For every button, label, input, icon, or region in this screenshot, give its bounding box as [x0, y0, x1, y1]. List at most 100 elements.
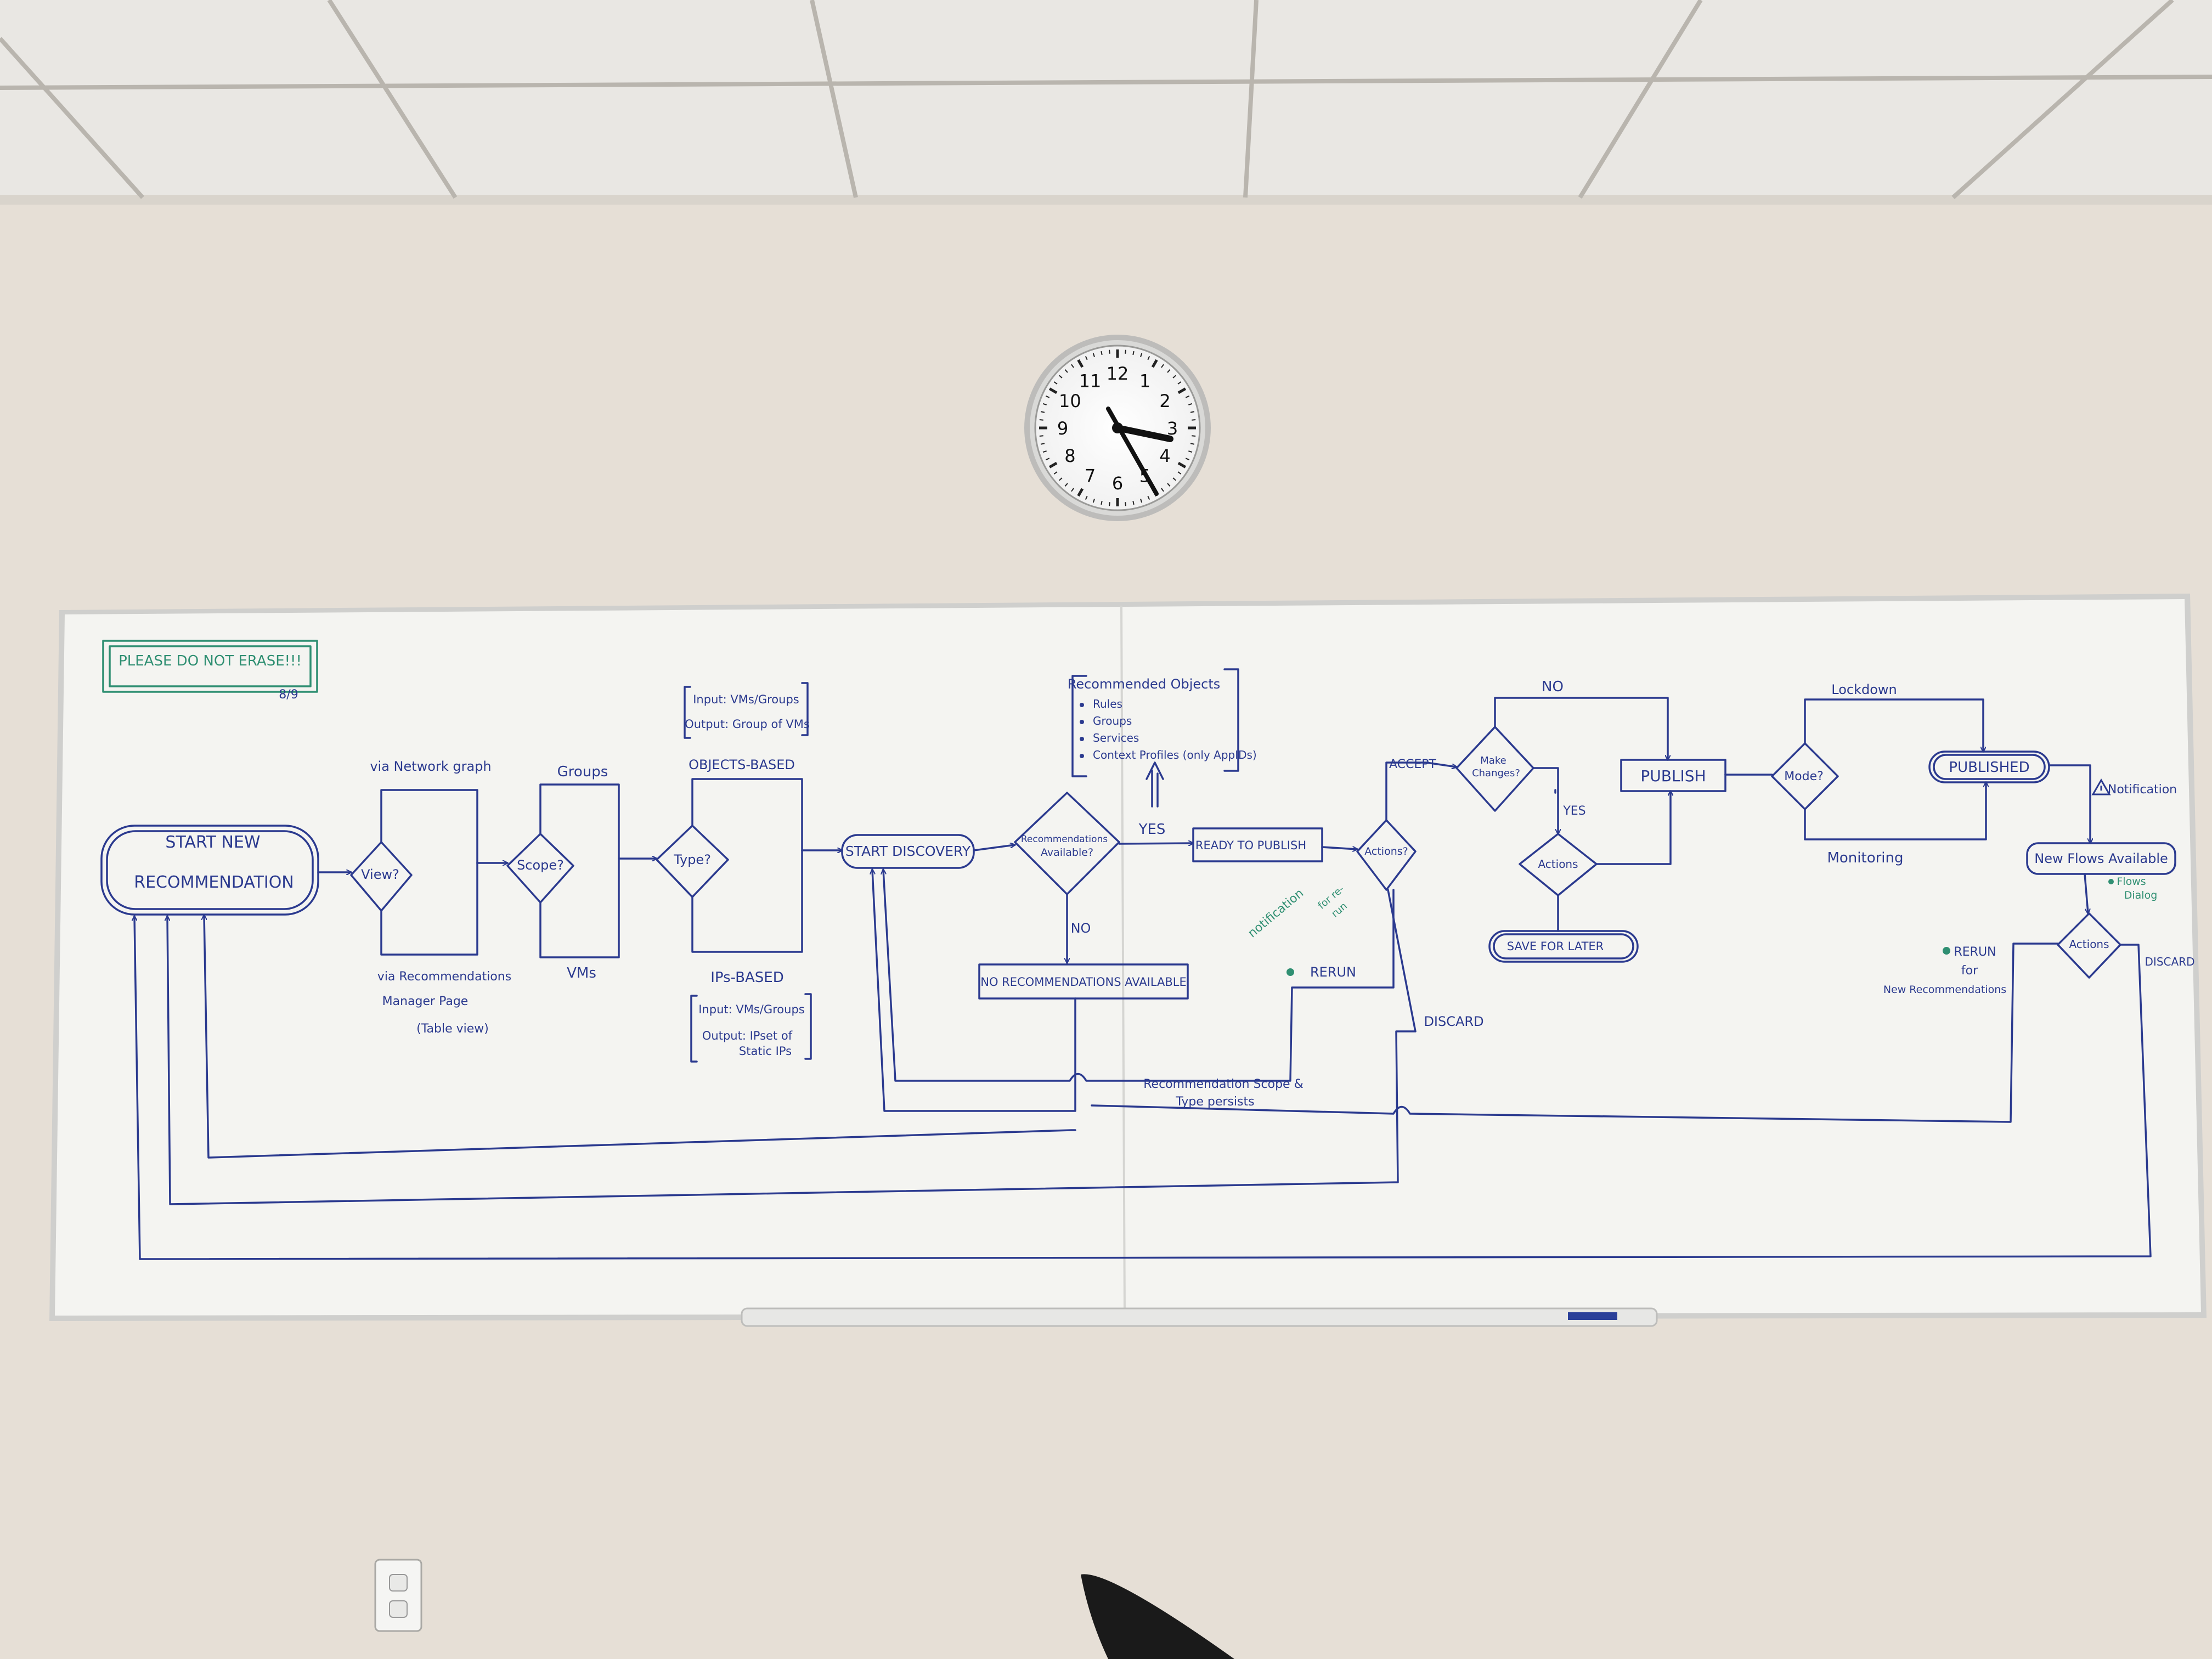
clock-tick	[1101, 500, 1103, 505]
clock-tick	[1040, 443, 1045, 445]
ceiling	[0, 0, 2212, 205]
flowchart	[100, 640, 2176, 1260]
recommended-objects-title: Recommended Objects	[1068, 676, 1221, 692]
clock-tick	[1177, 381, 1182, 385]
clock-tick	[1048, 387, 1058, 394]
rec-object-4: Context Profiles (only AppIDs)	[1093, 748, 1257, 761]
lockdown-label: Lockdown	[1831, 682, 1897, 697]
ips-input-label: Input: VMs/Groups	[698, 1003, 805, 1016]
start-label-2: RECOMMENDATION	[134, 873, 294, 892]
actions-diamond-3	[2057, 912, 2121, 979]
flows-dialog-bullet	[2108, 879, 2114, 884]
rerun-2-label-1: RERUN	[1954, 945, 1996, 959]
via-rec-label-2: Manager Page	[382, 995, 469, 1008]
marker-tray	[741, 1307, 1658, 1327]
note-date: 8/9	[279, 688, 298, 702]
scope-label: Scope?	[517, 857, 564, 873]
published-node-outer	[1928, 751, 2050, 783]
via-rec-label-3: (Table view)	[416, 1022, 489, 1036]
clock-tick	[1042, 450, 1047, 453]
rec-object-1: Rules	[1093, 697, 1122, 710]
rerun-2-label-3: New Recommendations	[1883, 984, 2006, 996]
persist-label-1: Recommendation Scope &	[1143, 1077, 1303, 1091]
clock-tick	[1045, 458, 1050, 461]
clock-numeral: 9	[1057, 418, 1068, 439]
clock-numeral: 1	[1139, 370, 1150, 391]
vms-label: VMs	[567, 965, 596, 981]
clock-tick	[1071, 364, 1074, 368]
discard-2-label: DISCARD	[2145, 955, 2195, 968]
clock-tick	[1109, 502, 1110, 506]
clock-tick	[1177, 387, 1187, 394]
clock-tick	[1059, 477, 1063, 481]
no-recommendations-node	[978, 963, 1189, 1000]
flows-dialog-label-2: Dialog	[2124, 889, 2158, 901]
clock-numeral: 8	[1064, 445, 1075, 466]
clock-numeral: 6	[1112, 473, 1123, 494]
rec-object-2: Groups	[1093, 714, 1132, 727]
clock-tick	[1161, 488, 1164, 492]
actions-2-label: Actions	[1538, 857, 1578, 871]
objects-based-label: OBJECTS-BASED	[689, 757, 795, 772]
rerun-bullet	[1286, 968, 1294, 976]
clock-tick	[1109, 349, 1110, 354]
view-label: View?	[361, 867, 399, 882]
connectors	[134, 697, 2152, 1260]
clock-hour-hand	[1114, 425, 1173, 442]
mode-label: Mode?	[1784, 770, 1824, 783]
ready-to-publish-label: READY TO PUBLISH	[1195, 839, 1306, 852]
start-discovery-label: START DISCOVERY	[845, 843, 971, 859]
new-flows-label: New Flows Available	[2034, 851, 2168, 866]
clock-numeral: 2	[1159, 391, 1170, 411]
clock-tick	[1147, 356, 1150, 360]
no-recommendations-label: NO RECOMMENDATIONS AVAILABLE	[980, 975, 1187, 989]
clock-tick	[1071, 488, 1074, 492]
do-not-erase-note: PLEASE DO NOT ERASE!!!	[119, 653, 302, 669]
clock-tick	[1101, 351, 1103, 356]
clock-tick	[1188, 450, 1193, 453]
no-label: NO	[1071, 921, 1091, 936]
clock-tick	[1177, 471, 1182, 475]
clock-tick	[1185, 458, 1190, 461]
notification-icon	[2091, 778, 2111, 795]
clock-tick	[1140, 353, 1143, 357]
groups-label: Groups	[557, 764, 608, 780]
new-flows-node	[2026, 842, 2176, 875]
start-label-1: START NEW	[165, 833, 260, 852]
save-for-later-node	[1493, 933, 1634, 960]
no-top-label: NO	[1542, 679, 1564, 695]
do-not-erase-frame	[109, 645, 312, 687]
clock-tick	[1185, 395, 1190, 398]
do-not-erase-frame-outer	[102, 640, 318, 693]
clock-tick	[1040, 411, 1045, 413]
clock-numeral: 11	[1079, 370, 1102, 391]
clock-numeral: 7	[1085, 466, 1096, 487]
obj-input-label: Input: VMs/Groups	[693, 693, 799, 706]
start-node-outer	[100, 825, 319, 916]
rec-available-label-1: Recommendations	[1021, 834, 1108, 845]
persist-label-2: Type persists	[1175, 1095, 1254, 1109]
recommended-objects-list: Rules Groups Services Context Profiles (…	[1080, 697, 1257, 761]
type-label: Type?	[673, 852, 711, 867]
labels: PLEASE DO NOT ERASE!!! 8/9 START NEW REC…	[119, 653, 2194, 1109]
clock-tick	[1167, 483, 1171, 487]
monitoring-label: Monitoring	[1827, 850, 1903, 866]
clock-tick	[1064, 369, 1068, 373]
ips-output-label-1: Output: IPset of	[702, 1029, 793, 1042]
wall-clock: 121234567891011	[1024, 335, 1211, 521]
clock-tick	[1064, 483, 1068, 487]
clock-tick	[1125, 349, 1126, 354]
ips-io-bracket	[690, 993, 812, 1063]
clock-numeral: 12	[1107, 363, 1129, 384]
clock-ticks	[1039, 349, 1196, 506]
clock-tick	[1177, 461, 1187, 469]
clock-tick	[1190, 411, 1195, 413]
rerun-label: RERUN	[1310, 964, 1356, 980]
clock-tick	[1190, 443, 1195, 445]
clock-tick	[1085, 356, 1088, 360]
clock-tick	[1053, 471, 1058, 475]
clock-tick	[1147, 495, 1150, 500]
clock-numeral: 4	[1159, 445, 1170, 466]
actions-diamond-1	[1356, 819, 1417, 891]
